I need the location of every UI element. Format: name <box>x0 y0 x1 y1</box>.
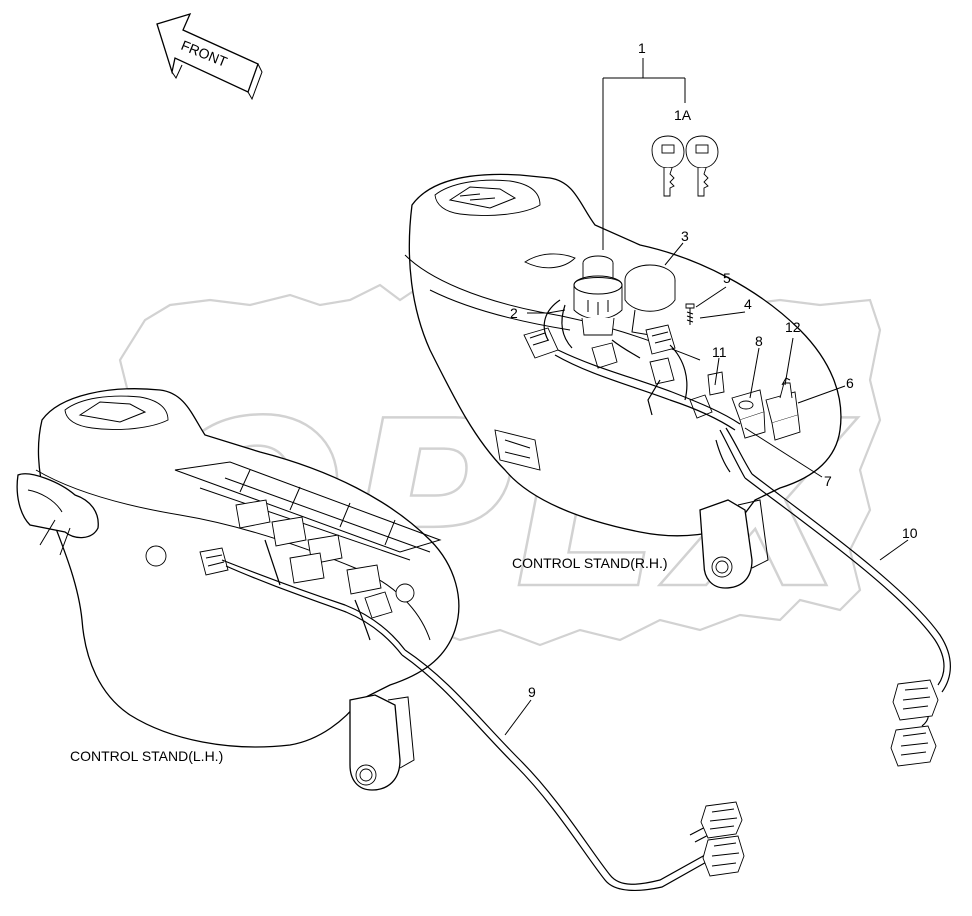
callout-2: 2 <box>510 305 518 321</box>
callout-12: 12 <box>785 319 801 335</box>
keys-1a <box>651 135 719 197</box>
callout-5: 5 <box>723 270 731 286</box>
control-stand-rh-label: CONTROL STAND(R.H.) <box>512 555 668 571</box>
callout-6: 6 <box>846 375 854 391</box>
front-arrow: FRONT <box>156 12 263 101</box>
callout-8: 8 <box>755 333 763 349</box>
callout-9: 9 <box>528 684 536 700</box>
callout-7: 7 <box>824 473 832 489</box>
control-stand-lh-label: CONTROL STAND(L.H.) <box>70 748 223 764</box>
callout-labels: 1 1A 2 3 4 5 6 7 8 9 10 11 12 CONTROL ST… <box>70 40 918 764</box>
control-stand-lh <box>16 388 745 892</box>
control-stand-rh <box>404 173 951 767</box>
callout-10: 10 <box>902 525 918 541</box>
callout-11: 11 <box>712 344 727 360</box>
leader-lines <box>504 58 909 736</box>
callout-3: 3 <box>681 228 689 244</box>
callout-1a: 1A <box>674 107 692 123</box>
callout-1: 1 <box>638 40 646 56</box>
callout-4: 4 <box>744 296 752 312</box>
